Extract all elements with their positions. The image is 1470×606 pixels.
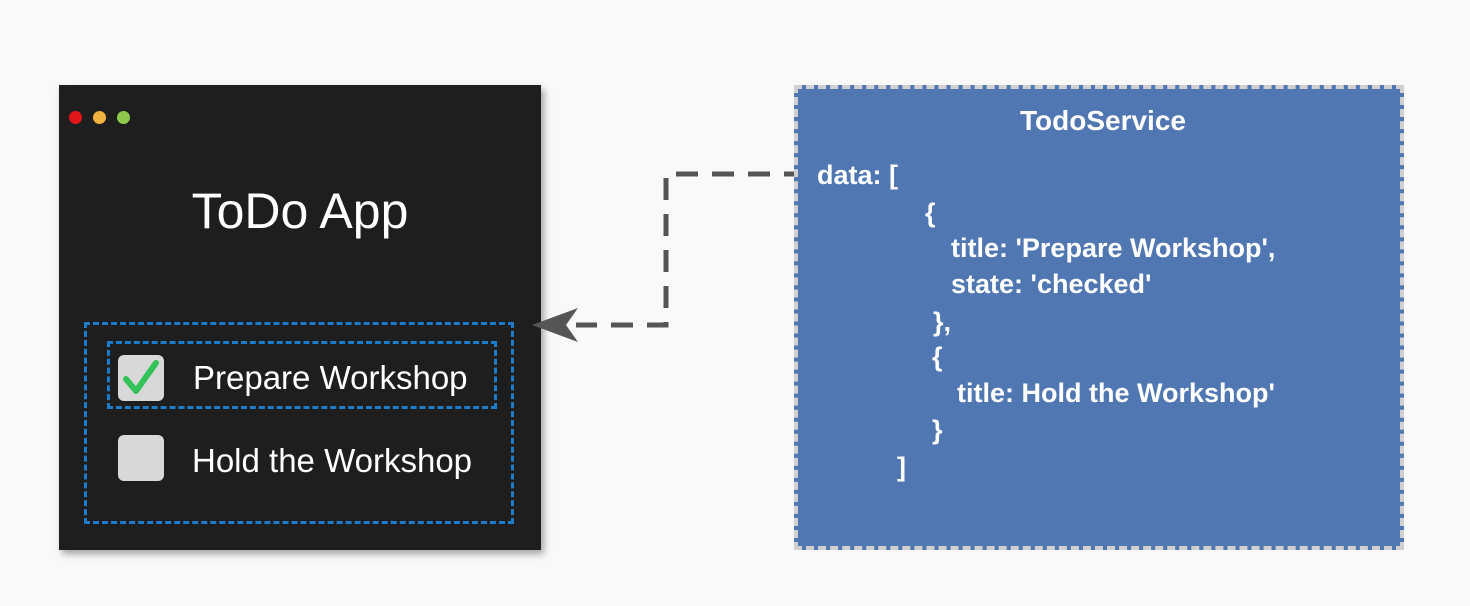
code-line: { xyxy=(925,198,936,228)
todo-item-label: Prepare Workshop xyxy=(193,359,468,396)
todo-service-box xyxy=(794,85,1404,550)
code-line: ] xyxy=(897,452,906,482)
code-line: } xyxy=(932,415,943,445)
code-line: data: [ xyxy=(817,160,898,190)
todo-item-label: Hold the Workshop xyxy=(192,442,473,479)
close-window-dot[interactable] xyxy=(69,111,82,124)
code-line: title: 'Prepare Workshop', xyxy=(951,233,1276,263)
app-title: ToDo App xyxy=(191,183,409,239)
code-line: state: 'checked' xyxy=(951,269,1152,299)
todo-app-window: ToDo App Prepare Workshop Hold the Works… xyxy=(59,85,541,550)
service-title: TodoService xyxy=(1020,105,1186,136)
checkmark-icon xyxy=(123,360,159,394)
arrowhead-icon xyxy=(532,308,578,342)
todo-item-highlight xyxy=(107,341,497,409)
todo-checkbox-checked[interactable] xyxy=(118,355,164,401)
todo-list-highlight xyxy=(84,322,514,524)
code-line: { xyxy=(932,342,943,372)
code-line: }, xyxy=(933,307,952,337)
todo-checkbox-unchecked[interactable] xyxy=(118,435,164,481)
code-line: title: Hold the Workshop' xyxy=(957,378,1275,408)
minimize-window-dot[interactable] xyxy=(93,111,106,124)
maximize-window-dot[interactable] xyxy=(117,111,130,124)
